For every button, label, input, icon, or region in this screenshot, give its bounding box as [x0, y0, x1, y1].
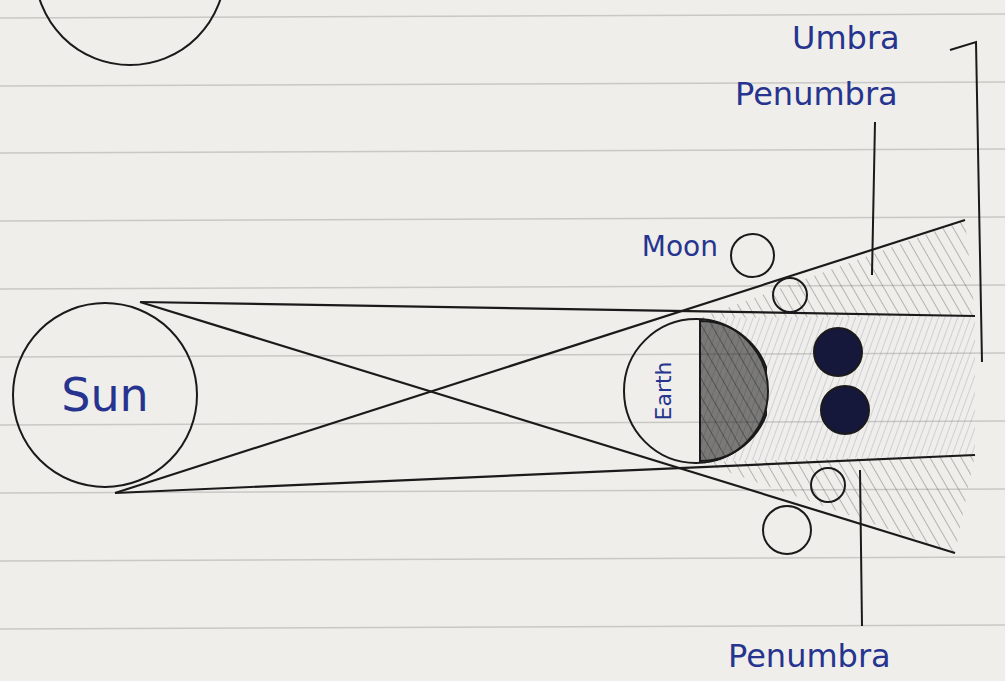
penumbra-label: Penumbra	[728, 640, 891, 672]
umbra-label: Umbra	[792, 22, 900, 54]
penumbra-shade-bottom	[700, 455, 975, 553]
node-text: Sun	[61, 372, 149, 418]
umbra-shade	[700, 316, 975, 462]
leader-lines	[860, 42, 982, 626]
light-rays	[115, 220, 975, 553]
moon-positions	[763, 278, 869, 554]
sun-circle: Sun	[12, 302, 198, 488]
node-text: Moon	[642, 233, 718, 261]
penumbra-label: Penumbra	[735, 78, 898, 110]
earth-circle: Earth	[623, 318, 769, 464]
ruled-lines	[0, 14, 1005, 629]
node-text: Earth	[652, 362, 674, 421]
partial-circle	[35, 0, 225, 65]
earth-night-side	[625, 320, 767, 462]
penumbra-shade-top	[700, 220, 975, 318]
moon-circle: Moon	[730, 233, 775, 278]
